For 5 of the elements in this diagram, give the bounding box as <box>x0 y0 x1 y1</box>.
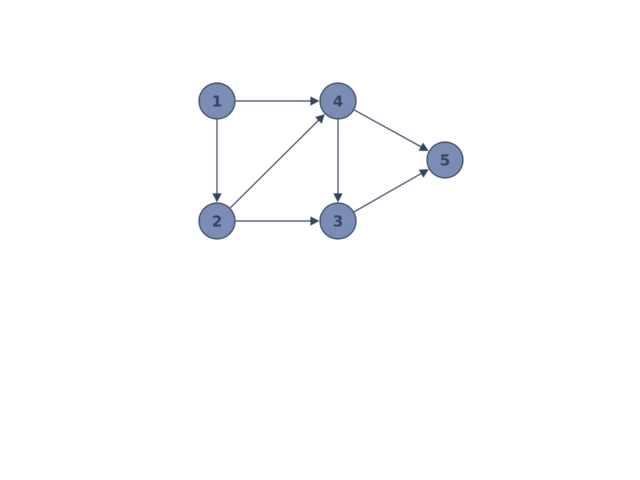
graph-node: 2 <box>198 202 236 240</box>
graph-node: 5 <box>426 141 464 179</box>
graph-node: 4 <box>319 82 357 120</box>
graph-node: 1 <box>198 82 236 120</box>
graph-node: 3 <box>319 202 357 240</box>
